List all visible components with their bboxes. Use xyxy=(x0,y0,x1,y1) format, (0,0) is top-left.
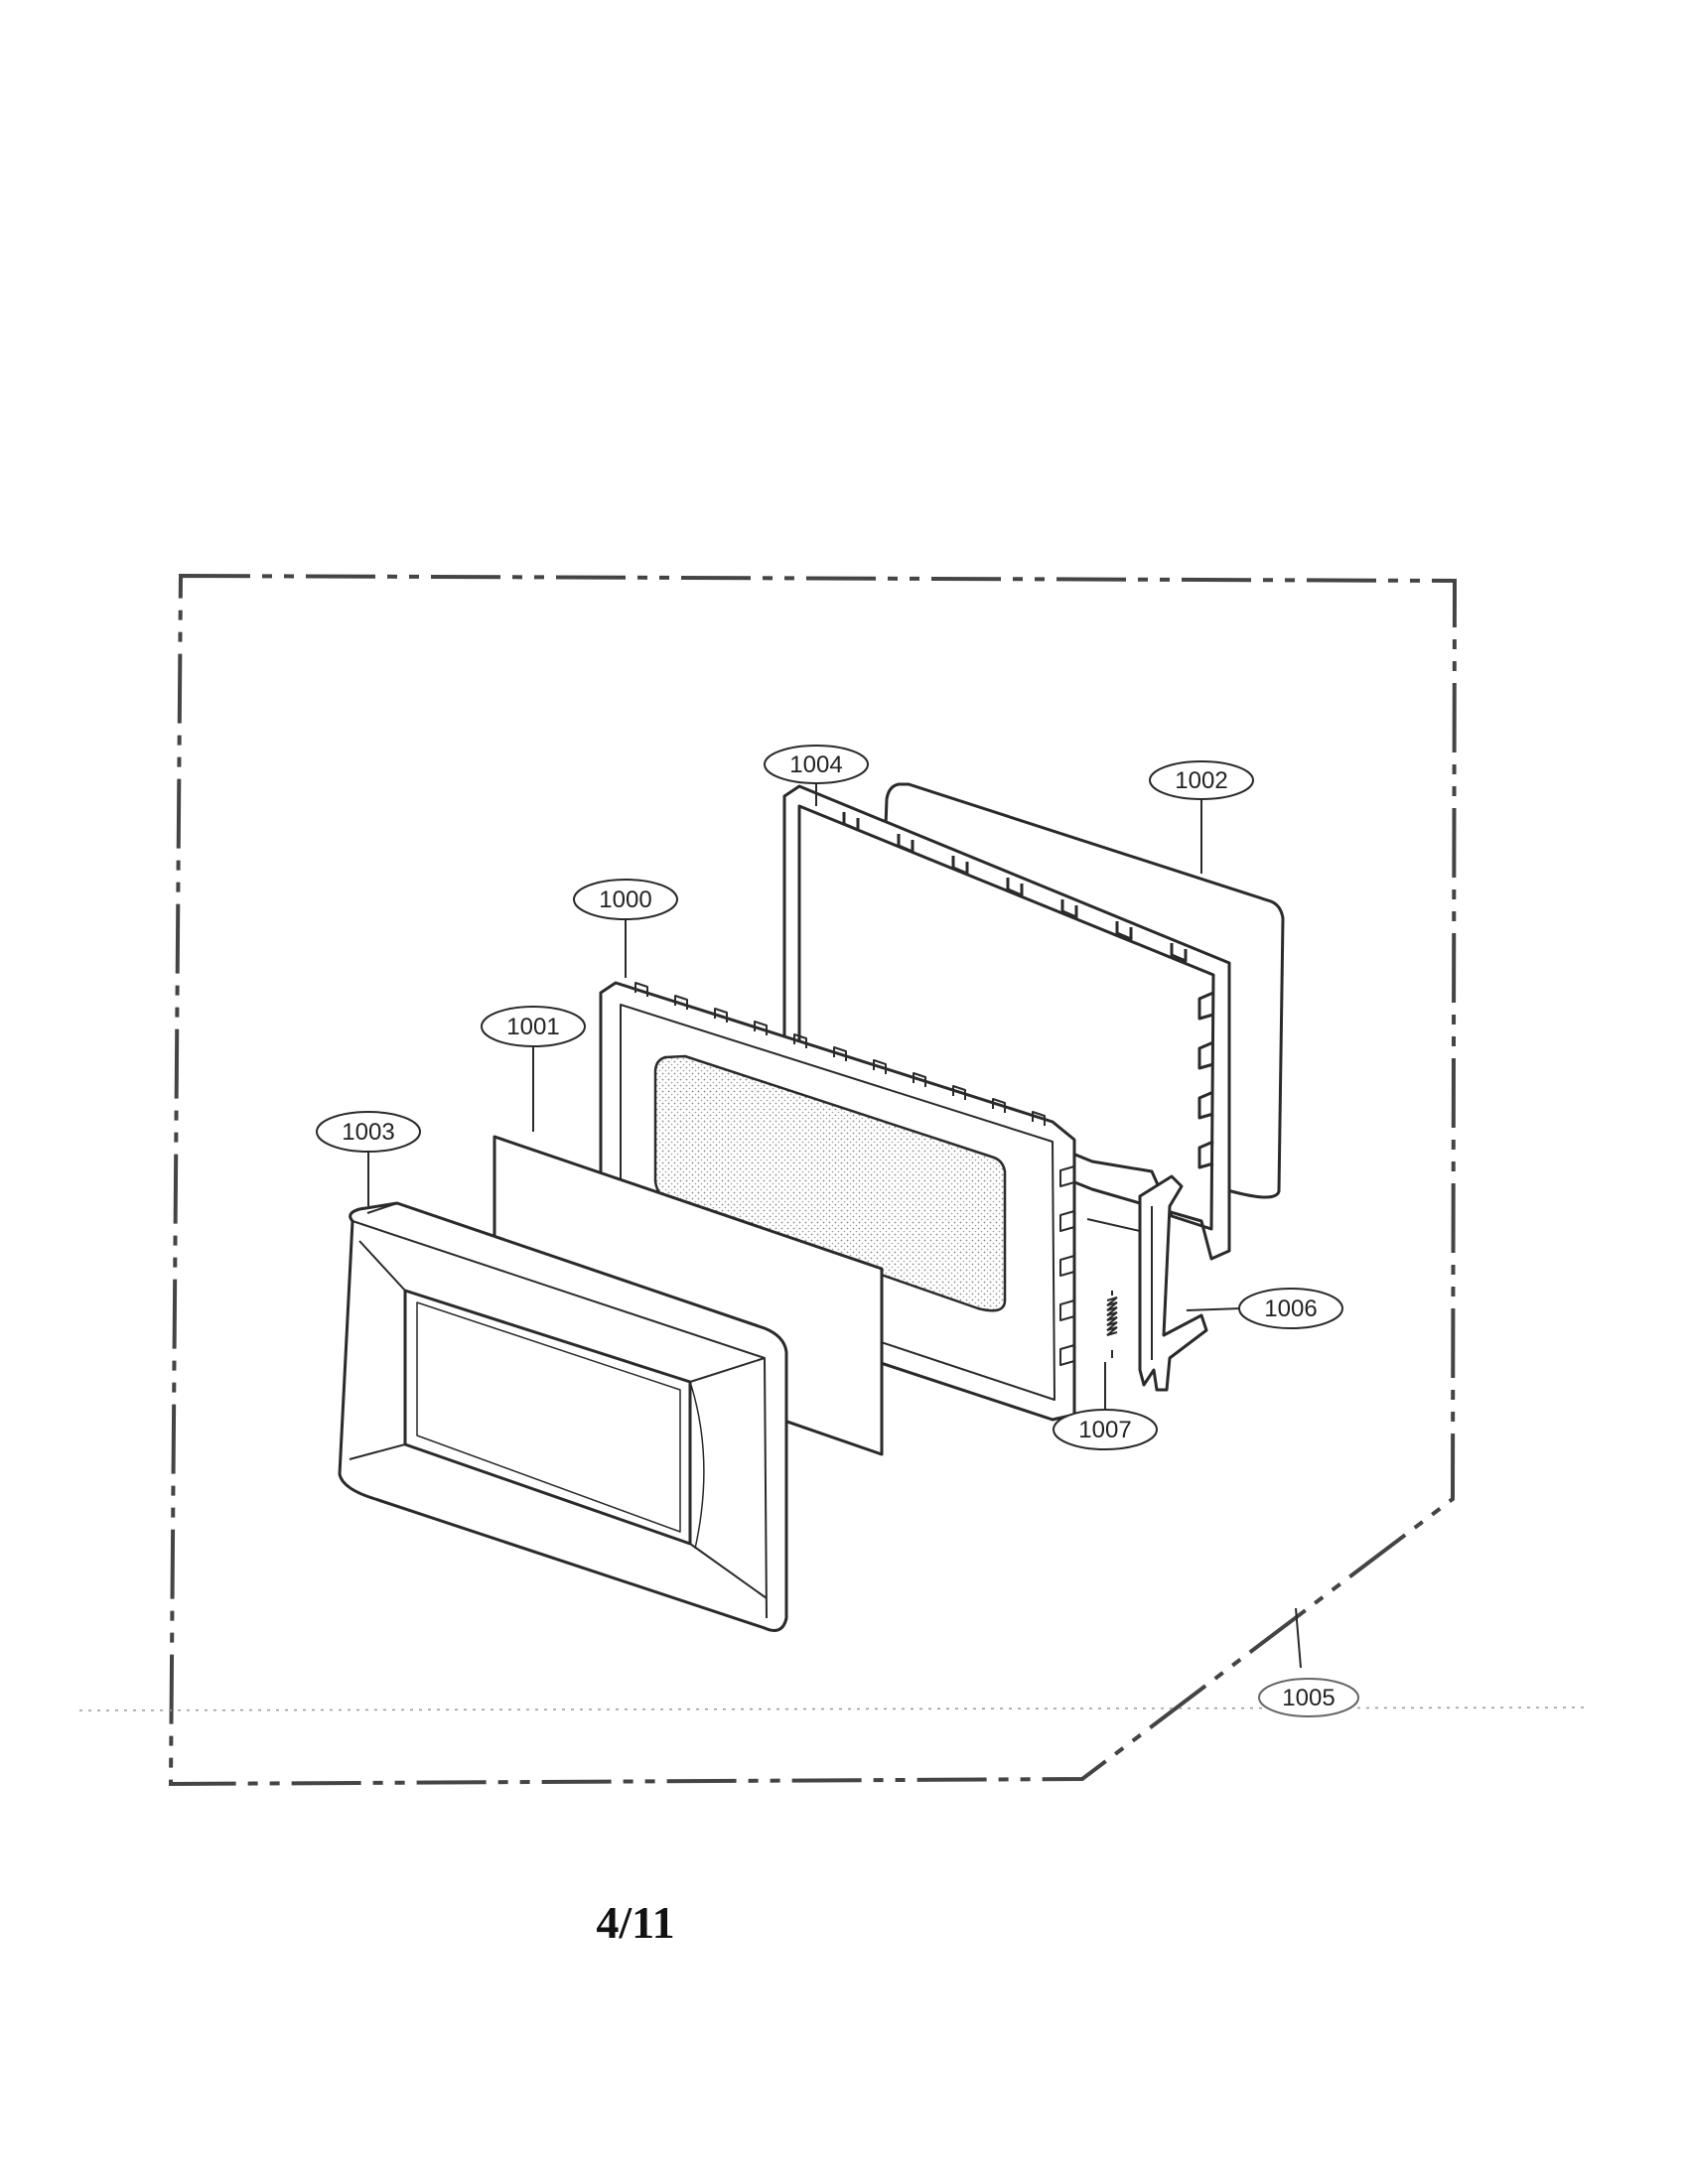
boundary-outline xyxy=(168,573,1458,1787)
part-1003-front-frame xyxy=(338,1201,788,1632)
callout-1005-label: 1005 xyxy=(1282,1685,1335,1711)
callout-1000-label: 1000 xyxy=(599,887,651,913)
reference-dotted-line xyxy=(78,1706,1590,1711)
callout-1005: 1005 xyxy=(1258,1678,1359,1717)
part-1006-latch xyxy=(1086,1174,1208,1392)
callout-1000: 1000 xyxy=(573,879,678,920)
callout-1001-label: 1001 xyxy=(506,1014,559,1040)
callout-1004: 1004 xyxy=(764,745,869,784)
callout-1007-label: 1007 xyxy=(1078,1417,1131,1443)
callout-1002: 1002 xyxy=(1149,760,1254,800)
assembly-boundary xyxy=(168,573,1458,1787)
leader-lines xyxy=(367,783,1302,1669)
part-1007-spring xyxy=(1106,1291,1118,1358)
leader-1006 xyxy=(1186,1307,1242,1311)
callout-1004-label: 1004 xyxy=(789,751,842,778)
leader-1005 xyxy=(1295,1607,1302,1669)
callout-1003-label: 1003 xyxy=(342,1119,394,1146)
callout-1007: 1007 xyxy=(1053,1409,1158,1450)
callout-1003: 1003 xyxy=(316,1111,421,1153)
page-number: 4/11 xyxy=(596,1897,675,1948)
part-1000-inner-panel xyxy=(599,981,1076,1422)
callout-1006-label: 1006 xyxy=(1264,1296,1317,1322)
callout-1002-label: 1002 xyxy=(1175,767,1227,794)
callout-1001: 1001 xyxy=(481,1006,586,1047)
callout-1006: 1006 xyxy=(1238,1288,1343,1329)
